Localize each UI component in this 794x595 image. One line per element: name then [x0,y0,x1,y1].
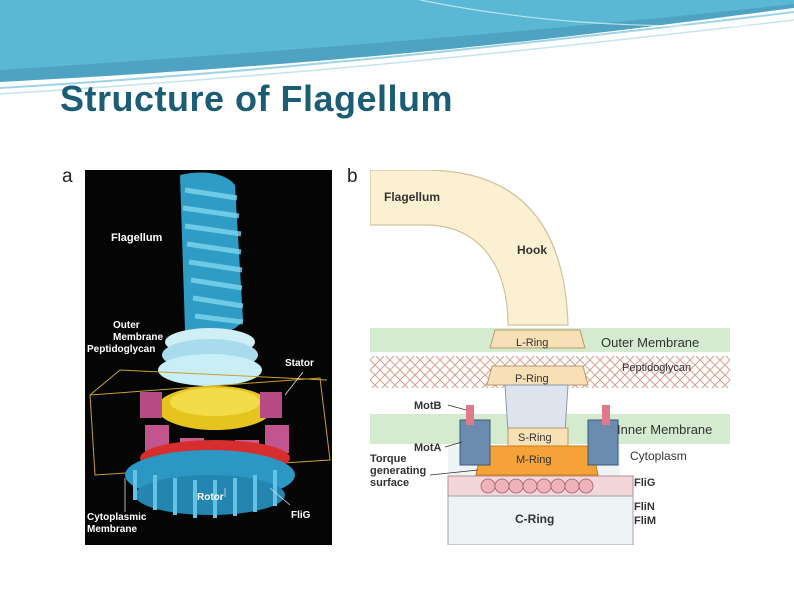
label-flagellum-a: Flagellum [111,232,163,244]
label-cytoplasmic-a: Cytoplasmic [87,512,147,523]
flagellum-3d-illustration: Flagellum Outer Membrane Peptidoglycan S… [87,172,331,535]
filament-shape [180,172,244,335]
panel-a-3d-model: Flagellum Outer Membrane Peptidoglycan S… [85,170,332,545]
label-torque-3: surface [370,477,409,489]
label-membrane-a: Membrane [113,332,163,343]
label-flig-b: FliG [634,477,655,489]
flagellum-schematic: Flagellum Hook L-Ring P-Ring S-Ring M-Ri… [370,170,730,545]
label-c-ring: C-Ring [515,512,554,526]
label-inner-membrane-b: Inner Membrane [617,422,712,437]
label-hook-b: Hook [517,243,547,257]
label-flig-a: FliG [291,510,311,521]
label-peptidoglycan-a: Peptidoglycan [87,344,155,355]
label-outer-membrane-b: Outer Membrane [601,335,699,350]
label-stator-a: Stator [285,358,314,369]
label-cytoplasm-b: Cytoplasm [630,449,687,463]
label-flin: FliN [634,501,655,513]
label-motb: MotB [414,400,442,412]
panel-a-letter: a [62,166,73,187]
label-mota: MotA [414,442,442,454]
label-torque-1: Torque [370,453,406,465]
label-cytoplasmic-membrane-a: Membrane [87,524,137,535]
label-flagellum-b: Flagellum [384,190,440,204]
label-p-ring: P-Ring [515,373,549,385]
label-outer-a: Outer [113,320,140,331]
label-torque-2: generating [370,465,426,477]
label-s-ring: S-Ring [518,432,552,444]
header-banner [0,0,794,95]
label-flim: FliM [634,515,656,527]
label-m-ring: M-Ring [516,454,551,466]
slide-title: Structure of Flagellum [60,78,454,119]
panel-b-letter: b [347,166,358,187]
label-l-ring: L-Ring [516,337,548,349]
label-rotor-a: Rotor [197,492,224,503]
hook-shape [370,170,569,326]
label-peptidoglycan-b: Peptidoglycan [622,362,691,374]
panel-b-schematic: Flagellum Hook L-Ring P-Ring S-Ring M-Ri… [370,170,730,545]
